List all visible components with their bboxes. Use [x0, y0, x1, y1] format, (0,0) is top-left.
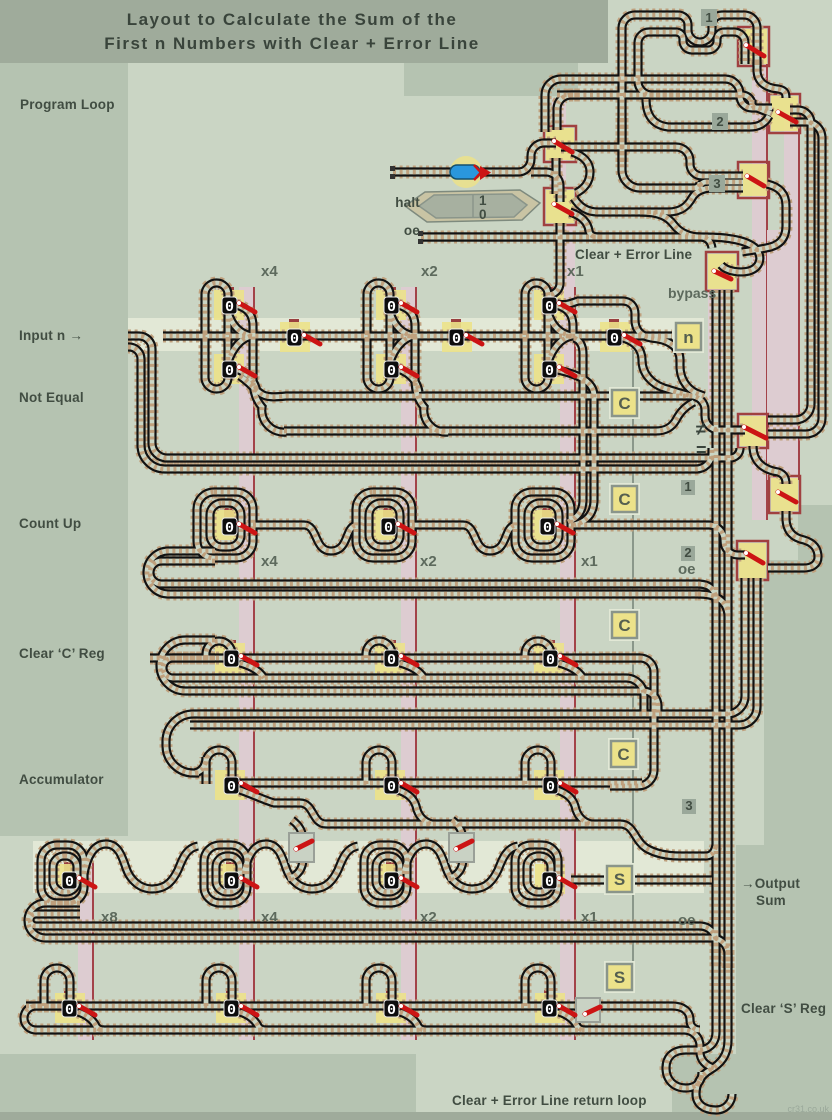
svg-text:Input n →: Input n → [19, 328, 83, 343]
svg-text:0: 0 [479, 207, 487, 222]
svg-text:0: 0 [225, 520, 234, 537]
svg-text:Sum: Sum [756, 893, 786, 908]
svg-text:oe: oe [404, 223, 420, 238]
svg-text:S: S [614, 968, 625, 987]
svg-text:Program Loop: Program Loop [20, 97, 115, 112]
svg-text:3: 3 [713, 176, 720, 191]
svg-text:0: 0 [387, 779, 396, 796]
svg-text:x2: x2 [421, 263, 438, 280]
svg-text:→Output: →Output [741, 876, 800, 891]
svg-text:Layout to Calculate the Sum of: Layout to Calculate the Sum of the [127, 10, 458, 29]
svg-text:0: 0 [387, 299, 396, 316]
svg-text:C: C [618, 394, 630, 413]
svg-text:0: 0 [65, 1002, 74, 1019]
svg-text:C: C [618, 490, 630, 509]
svg-text:0: 0 [225, 299, 234, 316]
svg-text:0: 0 [290, 331, 299, 348]
svg-text:0: 0 [543, 520, 552, 537]
svg-text:Clear + Error Line: Clear + Error Line [575, 247, 693, 262]
svg-text:0: 0 [227, 874, 236, 891]
svg-text:0: 0 [227, 779, 236, 796]
svg-text:C: C [618, 616, 630, 635]
svg-text:x2: x2 [420, 553, 437, 570]
svg-text:0: 0 [545, 874, 554, 891]
svg-text:0: 0 [225, 363, 234, 380]
svg-text:x8: x8 [101, 909, 118, 926]
svg-text:=: = [696, 440, 707, 460]
svg-text:Clear ‘S’ Reg: Clear ‘S’ Reg [741, 1001, 826, 1016]
svg-text:x2: x2 [420, 909, 437, 926]
svg-text:x1: x1 [567, 263, 584, 280]
svg-text:0: 0 [545, 1002, 554, 1019]
svg-text:0: 0 [452, 331, 461, 348]
svg-text:x1: x1 [581, 553, 598, 570]
svg-text:First n Numbers with Clear + E: First n Numbers with Clear + Error Line [104, 34, 479, 53]
svg-text:0: 0 [545, 363, 554, 380]
svg-text:oe: oe [678, 912, 696, 929]
svg-text:x4: x4 [261, 909, 278, 926]
svg-text:0: 0 [387, 363, 396, 380]
svg-text:1: 1 [479, 193, 487, 208]
svg-text:1: 1 [705, 10, 712, 25]
svg-text:1: 1 [684, 479, 691, 494]
svg-text:0: 0 [610, 331, 619, 348]
svg-text:≠: ≠ [696, 419, 706, 439]
svg-text:x4: x4 [261, 263, 278, 280]
svg-text:0: 0 [227, 652, 236, 669]
svg-text:2: 2 [684, 545, 691, 560]
svg-text:cr31.co.uk: cr31.co.uk [787, 1104, 829, 1114]
svg-text:Accumulator: Accumulator [19, 772, 104, 787]
svg-text:oe: oe [678, 561, 696, 578]
svg-text:S: S [614, 870, 625, 889]
svg-text:Not Equal: Not Equal [19, 390, 84, 405]
svg-text:Clear ‘C’ Reg: Clear ‘C’ Reg [19, 646, 105, 661]
svg-text:Count Up: Count Up [19, 516, 81, 531]
svg-text:3: 3 [685, 798, 692, 813]
svg-text:0: 0 [387, 652, 396, 669]
svg-text:0: 0 [546, 779, 555, 796]
svg-text:n: n [683, 328, 693, 347]
svg-text:0: 0 [227, 1002, 236, 1019]
svg-text:halt: halt [395, 195, 420, 210]
svg-text:0: 0 [65, 874, 74, 891]
svg-text:0: 0 [545, 299, 554, 316]
svg-text:0: 0 [546, 652, 555, 669]
svg-text:2: 2 [716, 114, 723, 129]
svg-text:0: 0 [387, 1002, 396, 1019]
svg-text:x4: x4 [261, 553, 278, 570]
svg-text:x1: x1 [581, 909, 598, 926]
svg-text:0: 0 [384, 520, 393, 537]
svg-text:Clear + Error Line return loop: Clear + Error Line return loop [452, 1093, 647, 1108]
svg-text:bypass: bypass [668, 285, 716, 301]
svg-text:0: 0 [387, 874, 396, 891]
svg-text:C: C [617, 745, 629, 764]
